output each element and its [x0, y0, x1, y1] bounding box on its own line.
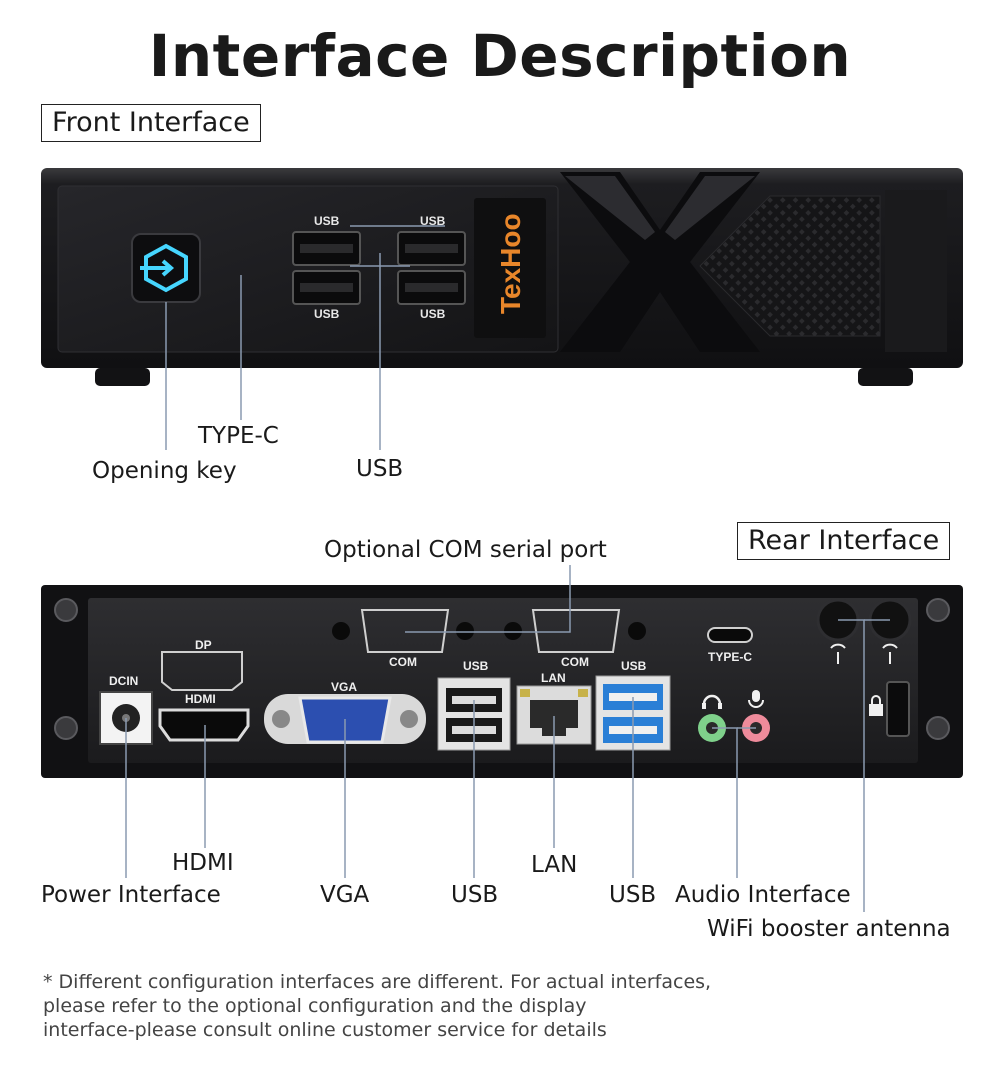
callout-power-interface: Power Interface	[41, 882, 221, 908]
footnote: * Different configuration interfaces are…	[43, 970, 763, 1042]
callout-usb-2: USB	[609, 882, 657, 908]
rear-com1-label: COM	[389, 655, 417, 669]
rear-usb1-label: USB	[463, 659, 489, 673]
rear-interface-label: Rear Interface	[737, 522, 951, 560]
callout-audio-interface: Audio Interface	[675, 882, 851, 908]
callout-hdmi: HDMI	[172, 850, 234, 876]
power-button-icon	[131, 233, 201, 303]
rear-lan-label: LAN	[541, 671, 566, 685]
front-usb-label-tl: USB	[314, 214, 340, 228]
callout-front-usb: USB	[356, 456, 404, 482]
brand-logo: TexHoo	[495, 213, 526, 314]
front-usb-label-br: USB	[420, 307, 446, 321]
callout-lan: LAN	[531, 852, 578, 878]
rear-type-c-label: TYPE-C	[708, 650, 753, 664]
footnote-line-1: * Different configuration interfaces are…	[43, 971, 712, 993]
front-usb-label-bl: USB	[314, 307, 340, 321]
rear-com2-label: COM	[561, 655, 589, 669]
front-interface-label: Front Interface	[41, 104, 261, 142]
callout-opening-key: Opening key	[92, 458, 237, 484]
rear-usb2-label: USB	[621, 659, 647, 673]
page-title: Interface Description	[148, 22, 852, 90]
callout-wifi-antenna: WiFi booster antenna	[707, 916, 951, 942]
front-usb-ports	[292, 231, 466, 305]
footnote-line-2: please refer to the optional configurati…	[43, 995, 587, 1017]
callout-type-c: TYPE-C	[198, 423, 279, 449]
rear-vga-label: VGA	[331, 680, 358, 694]
rear-dp-label: DP	[195, 638, 212, 652]
callout-usb-1: USB	[451, 882, 499, 908]
front-device	[41, 168, 963, 450]
callout-vga: VGA	[320, 882, 370, 908]
rear-dcin-label: DCIN	[109, 674, 139, 688]
rear-device	[41, 565, 963, 912]
front-usb-label-tr: USB	[420, 214, 446, 228]
footnote-line-3: interface-please consult online customer…	[43, 1019, 607, 1041]
rear-hdmi-label: HDMI	[185, 692, 216, 706]
callout-com-serial: Optional COM serial port	[324, 537, 607, 563]
